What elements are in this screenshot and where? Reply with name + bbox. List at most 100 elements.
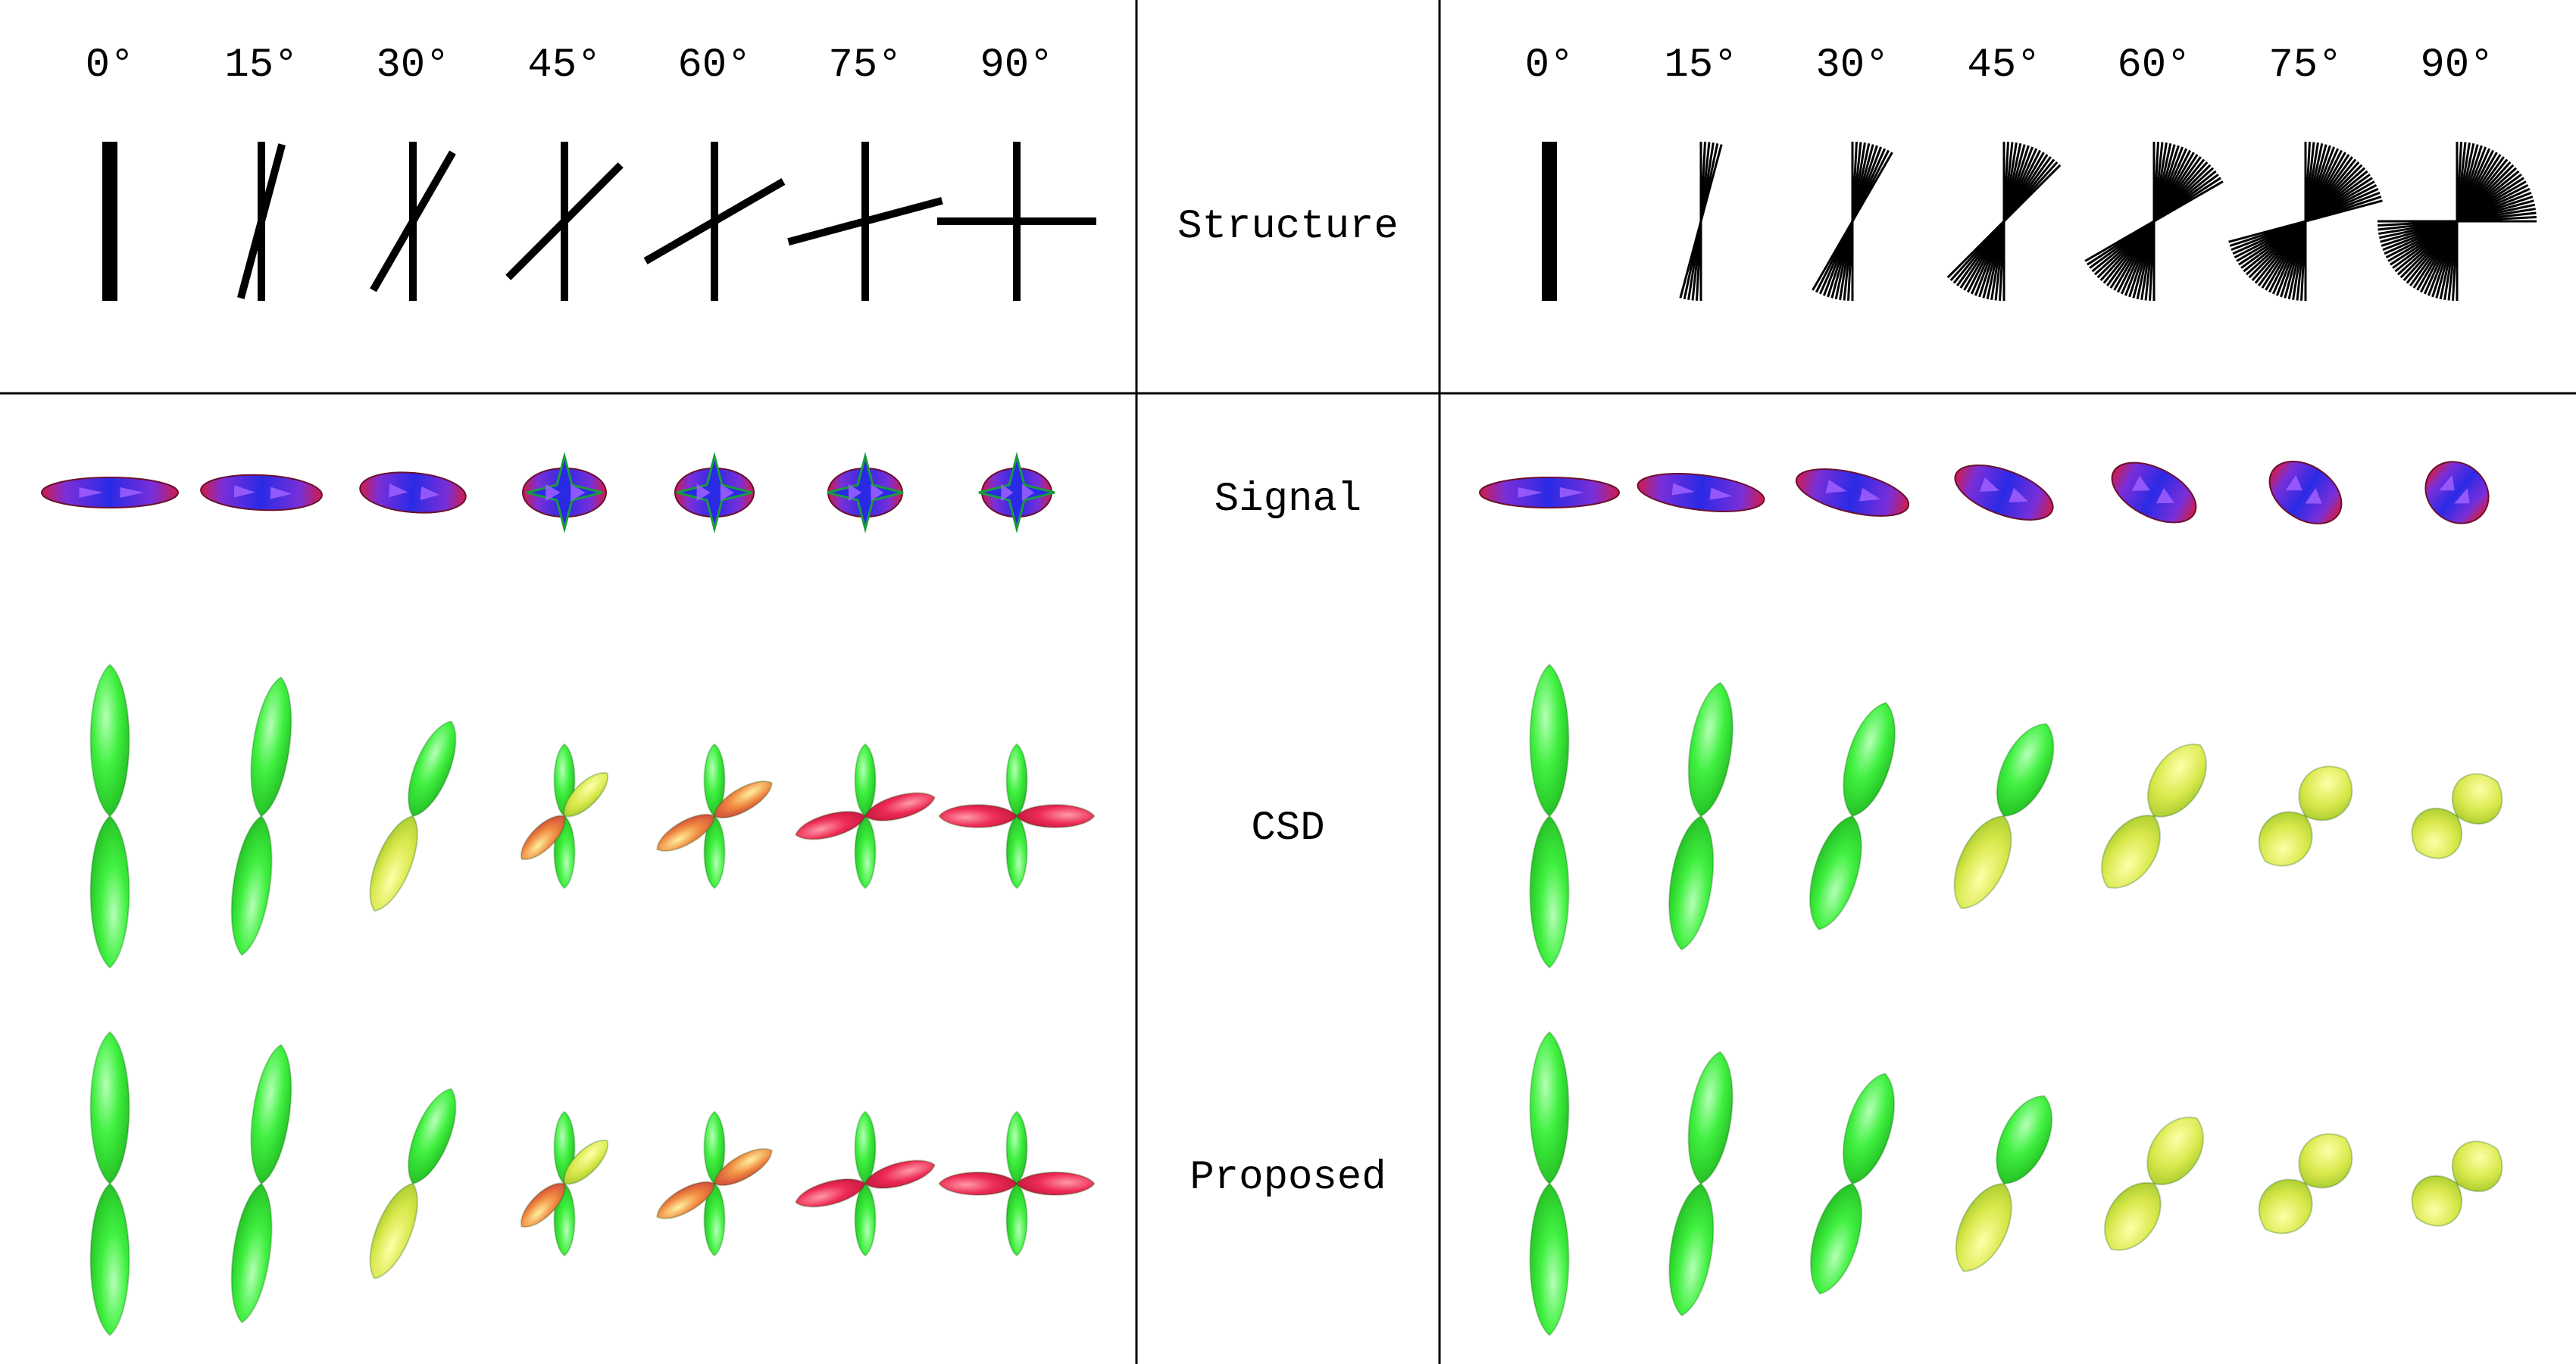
odf-lobe bbox=[703, 1182, 726, 1257]
signal-facet bbox=[1559, 487, 1584, 498]
odf-glyph bbox=[795, 743, 936, 890]
odf-lobe-shape bbox=[1015, 1172, 1096, 1196]
odf-lobe-shape bbox=[864, 1159, 936, 1190]
odf-lobe bbox=[854, 1182, 877, 1257]
odf-lobe-shape bbox=[2411, 1175, 2463, 1227]
odf-lobe-shape bbox=[795, 810, 867, 840]
odf-lobe bbox=[1809, 1182, 1863, 1295]
odf-glyph bbox=[2258, 765, 2353, 867]
odf-glyph bbox=[2104, 1116, 2204, 1251]
signal-row-left bbox=[41, 452, 1055, 533]
odf-lobe-shape bbox=[1687, 681, 1733, 818]
signal-body bbox=[1479, 477, 1620, 508]
odf-lobe-shape bbox=[250, 676, 292, 818]
odf-lobe-shape bbox=[1005, 1182, 1028, 1257]
angle-label-right: 45° bbox=[1967, 42, 2040, 89]
signal-facet bbox=[388, 483, 408, 498]
odf-lobe bbox=[563, 1139, 609, 1185]
odf-lobe-shape bbox=[1529, 1182, 1570, 1337]
odf-lobe bbox=[1996, 723, 2055, 818]
odf-lobe bbox=[864, 792, 936, 822]
odf-lobe-shape bbox=[1996, 723, 2055, 818]
odf-lobe bbox=[89, 1031, 130, 1185]
odf-lobe bbox=[656, 813, 716, 852]
signal-facet bbox=[1001, 483, 1014, 502]
odf-lobe-shape bbox=[854, 1182, 877, 1257]
odf-lobe-shape bbox=[1996, 1095, 2053, 1185]
odf-glyph bbox=[1529, 1031, 1570, 1337]
odf-lobe-shape bbox=[1005, 743, 1028, 818]
odf-lobe bbox=[1529, 815, 1570, 969]
signal-glyph bbox=[2424, 461, 2490, 524]
odf-lobe bbox=[1955, 1182, 2012, 1272]
odf-glyph bbox=[1668, 1050, 1733, 1317]
odf-lobe bbox=[2258, 811, 2313, 867]
signal-facet bbox=[1979, 477, 1999, 492]
structure-fan-line bbox=[1679, 144, 1723, 299]
angle-labels-right: 0°15°30°45°60°75°90° bbox=[1525, 42, 2494, 89]
odf-lobe bbox=[1668, 815, 1715, 951]
odf-lobe-shape bbox=[703, 743, 726, 818]
signal-body bbox=[359, 471, 467, 514]
odf-lobe-shape bbox=[250, 1043, 292, 1185]
odf-lobe bbox=[2101, 815, 2161, 889]
odf-lobe bbox=[2451, 1140, 2503, 1193]
odf-lobe bbox=[2298, 1133, 2353, 1189]
signal-facet bbox=[1518, 487, 1543, 498]
signal-body bbox=[2268, 460, 2343, 525]
odf-lobe-shape bbox=[854, 743, 877, 818]
signal-glyph bbox=[978, 452, 1055, 533]
signal-facet bbox=[696, 483, 711, 502]
odf-glyph bbox=[369, 1087, 457, 1280]
odf-lobe-shape bbox=[89, 663, 130, 818]
signal-facet bbox=[848, 483, 862, 502]
odf-lobe bbox=[1687, 1050, 1733, 1185]
odf-lobe-shape bbox=[89, 1031, 130, 1185]
odf-glyph bbox=[89, 1031, 130, 1337]
odf-lobe-shape bbox=[369, 815, 418, 912]
odf-lobe bbox=[703, 1110, 726, 1185]
signal-glyph bbox=[41, 477, 179, 508]
odf-lobe-shape bbox=[1529, 1031, 1570, 1185]
odf-lobe bbox=[656, 1181, 716, 1219]
odf-lobe bbox=[230, 815, 273, 956]
signal-row-right bbox=[1479, 460, 2490, 525]
odf-lobe-shape bbox=[795, 1178, 867, 1208]
odf-lobe bbox=[1668, 1182, 1715, 1317]
odf-lobe-shape bbox=[369, 1182, 418, 1280]
signal-glyph bbox=[2268, 460, 2343, 525]
odf-lobe bbox=[89, 663, 130, 818]
signal-glyph bbox=[827, 452, 904, 533]
odf-glyph bbox=[520, 743, 609, 890]
odf-glyph bbox=[656, 1110, 773, 1257]
row-label-csd: CSD bbox=[1251, 806, 1324, 852]
odf-lobe-shape bbox=[1843, 702, 1896, 818]
odf-lobe bbox=[1843, 702, 1896, 818]
signal-glyph bbox=[1637, 473, 1765, 512]
csd-row-right bbox=[1529, 663, 2503, 969]
signal-facet bbox=[1709, 487, 1733, 500]
signal-facet bbox=[546, 483, 561, 502]
signal-facet bbox=[2131, 475, 2150, 491]
odf-lobe-shape bbox=[89, 1182, 130, 1337]
signal-facet bbox=[420, 486, 439, 500]
odf-glyph bbox=[1953, 723, 2055, 909]
odf-glyph bbox=[938, 743, 1096, 890]
odf-lobe-shape bbox=[1529, 663, 1570, 818]
structure-row-left bbox=[102, 142, 1096, 301]
odf-lobe-shape bbox=[703, 815, 726, 890]
odf-lobe bbox=[1996, 1095, 2053, 1185]
row-label-proposed: Proposed bbox=[1190, 1155, 1386, 1201]
odf-lobe bbox=[250, 1043, 292, 1185]
odf-lobe-shape bbox=[520, 1182, 566, 1228]
angle-label-left: 75° bbox=[828, 42, 902, 89]
odf-lobe bbox=[795, 1178, 867, 1208]
odf-lobe-shape bbox=[1809, 815, 1862, 931]
signal-facet bbox=[233, 485, 256, 498]
signal-glyph bbox=[1795, 468, 1910, 517]
signal-facet bbox=[2285, 474, 2302, 491]
odf-glyph bbox=[1955, 1095, 2053, 1272]
odf-glyph bbox=[2411, 1140, 2503, 1227]
odf-lobe bbox=[854, 1110, 877, 1185]
signal-facet bbox=[571, 483, 586, 502]
